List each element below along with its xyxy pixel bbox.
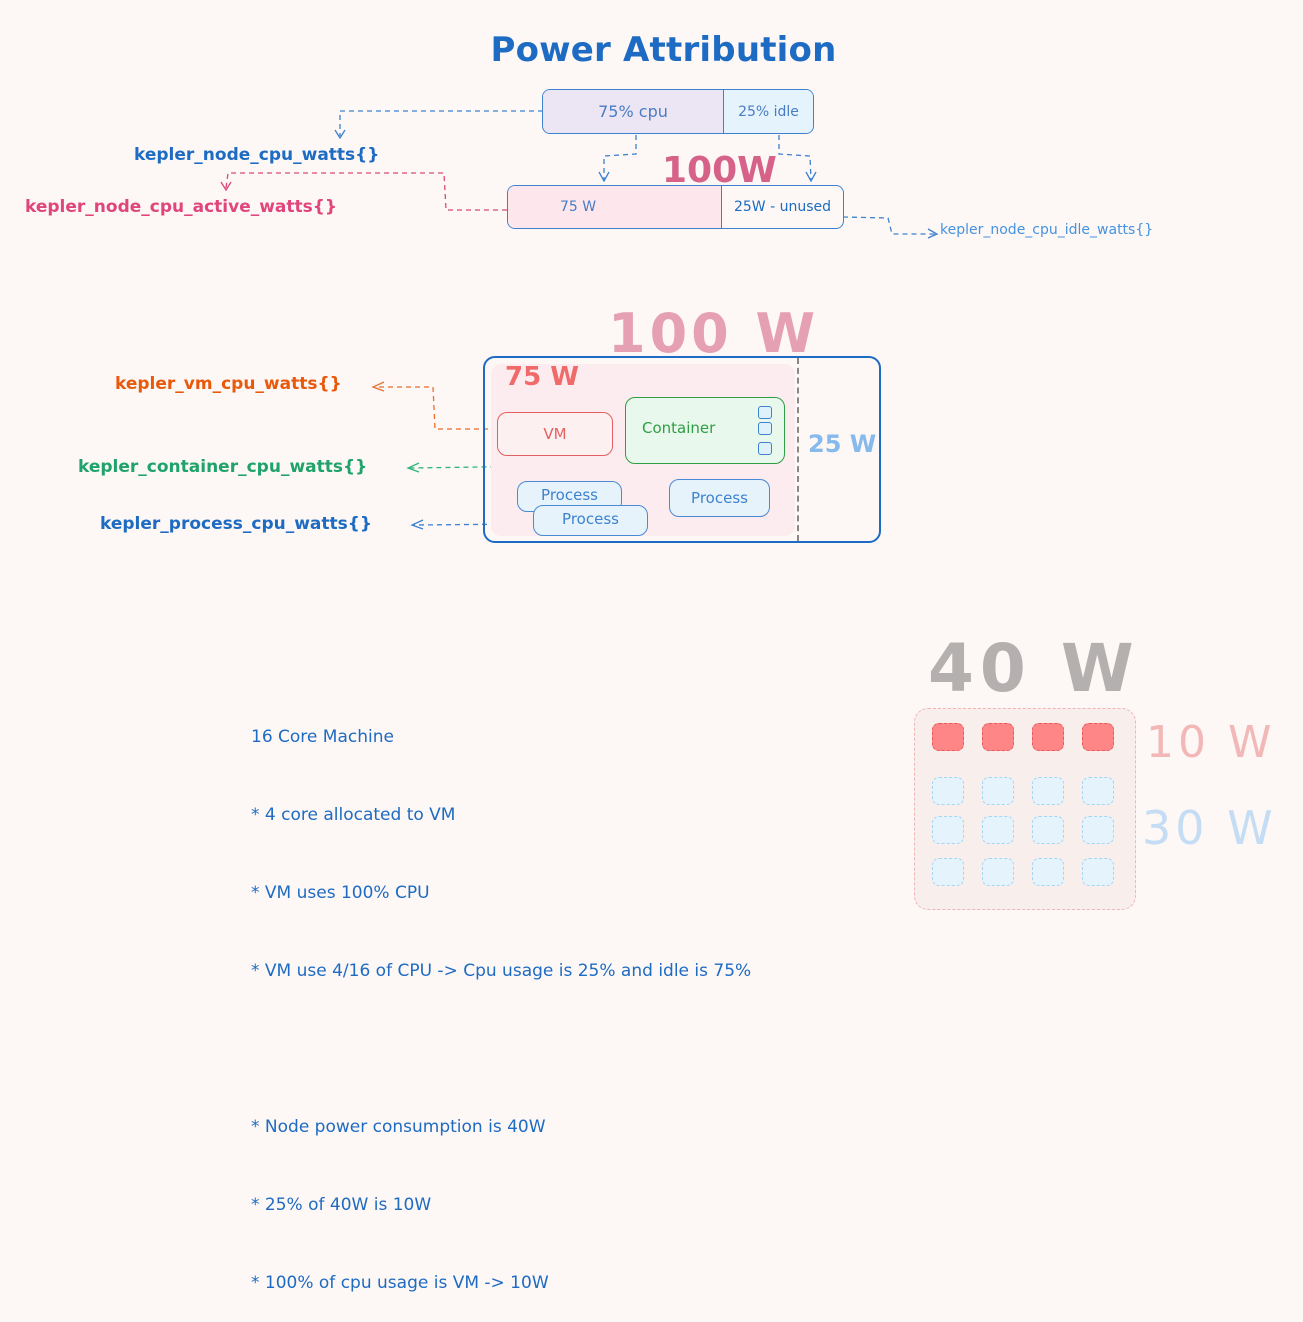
core-grid-total-label: 40 W: [928, 630, 1140, 707]
container-slot-icon: [758, 406, 772, 419]
core-idle: [982, 777, 1014, 805]
metric-node-cpu-idle-watts: kepler_node_cpu_idle_watts{}: [940, 222, 1154, 238]
note-line: * VM uses 100% CPU: [251, 883, 430, 903]
note-line: 16 Core Machine: [251, 727, 394, 747]
container-slot-icon: [758, 422, 772, 435]
core-idle: [1082, 777, 1114, 805]
active-power-label: 75 W: [560, 199, 597, 215]
node-power-bar: 75 W 25W - unused: [507, 185, 844, 229]
core-idle: [932, 777, 964, 805]
core-grid: [914, 708, 1136, 910]
core-active: [1032, 723, 1064, 751]
cpu-usage-label: 75% cpu: [598, 102, 668, 121]
core-idle: [932, 858, 964, 886]
core-idle: [982, 816, 1014, 844]
idle-power-label: 25W - unused: [733, 199, 832, 215]
process-label: Process: [691, 489, 748, 507]
core-idle: [1032, 816, 1064, 844]
core-idle: [932, 816, 964, 844]
node-total-power-label: 100W: [662, 150, 777, 191]
container-box: Container: [625, 397, 785, 464]
note-line: * 25% of 40W is 10W: [251, 1195, 432, 1215]
metric-vm-cpu-watts: kepler_vm_cpu_watts{}: [115, 374, 342, 394]
vm-box: VM: [497, 412, 613, 456]
notes-block: 16 Core Machine * 4 core allocated to VM…: [251, 672, 751, 1322]
active-power-label: 75 W: [505, 362, 579, 392]
note-line: * VM use 4/16 of CPU -> Cpu usage is 25%…: [251, 961, 752, 981]
vm-label: VM: [543, 425, 567, 443]
core-idle: [1032, 777, 1064, 805]
note-line: * 100% of cpu usage is VM -> 10W: [251, 1273, 549, 1293]
page-title: Power Attribution: [490, 30, 837, 70]
note-line: * Node power consumption is 40W: [251, 1117, 546, 1137]
active-power-segment: 75 W: [508, 186, 722, 228]
metric-container-cpu-watts: kepler_container_cpu_watts{}: [78, 457, 368, 477]
core-active: [982, 723, 1014, 751]
core-active: [1082, 723, 1114, 751]
core-active: [932, 723, 964, 751]
metric-process-cpu-watts: kepler_process_cpu_watts{}: [100, 514, 372, 534]
cpu-usage-segment: 75% cpu: [543, 90, 724, 133]
core-idle: [1082, 858, 1114, 886]
cpu-usage-bar: 75% cpu 25% idle: [542, 89, 814, 134]
idle-power-label-2: 25 W: [808, 430, 877, 458]
core-grid-idle-label: 30 W: [1142, 801, 1277, 855]
note-line: [251, 1036, 751, 1062]
process-box: Process: [669, 479, 770, 517]
process-box: Process: [533, 505, 648, 536]
core-idle: [982, 858, 1014, 886]
container-label: Container: [642, 418, 716, 437]
core-idle: [1032, 858, 1064, 886]
process-label: Process: [562, 510, 619, 528]
container-slot-icon: [758, 442, 772, 455]
metric-node-cpu-watts: kepler_node_cpu_watts{}: [134, 145, 380, 165]
idle-usage-segment: 25% idle: [724, 90, 813, 133]
idle-power-segment: 25W - unused: [722, 186, 843, 228]
idle-usage-label: 25% idle: [738, 103, 799, 120]
note-line: * 4 core allocated to VM: [251, 805, 456, 825]
process-label: Process: [541, 486, 598, 504]
core-grid-active-label: 10 W: [1146, 717, 1276, 768]
workload-total-power-label: 100 W: [608, 302, 820, 365]
idle-divider: [797, 358, 799, 541]
core-idle: [1082, 816, 1114, 844]
metric-node-cpu-active-watts: kepler_node_cpu_active_watts{}: [25, 197, 337, 217]
